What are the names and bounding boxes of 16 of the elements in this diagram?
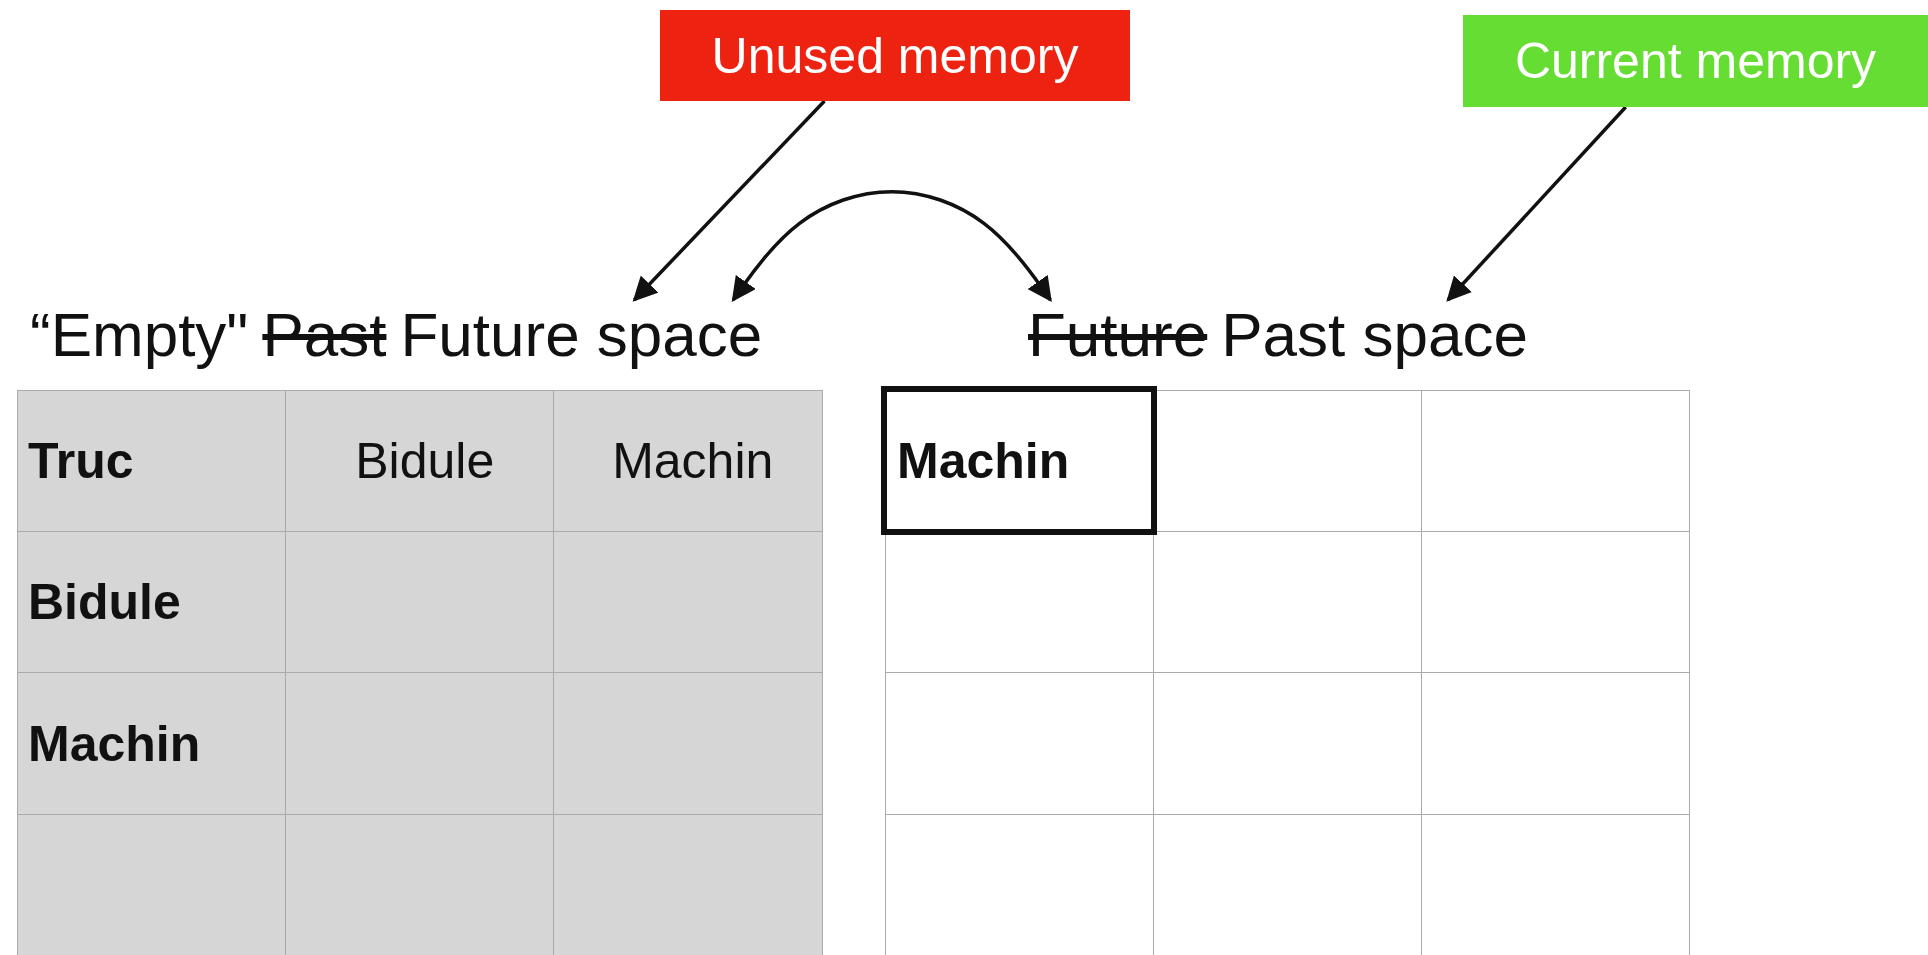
table-cell: Machin: [17, 672, 287, 816]
label-tag: Unused memory: [660, 10, 1130, 101]
heading-text: “Empty": [30, 298, 249, 370]
table-cell: Bidule: [285, 390, 555, 533]
arrow: [1446, 105, 1628, 302]
table-cell: Truc: [17, 390, 287, 533]
struck-text: Past: [262, 298, 387, 370]
label-tag: Current memory: [1463, 15, 1928, 107]
heading-text: Future space: [400, 298, 763, 370]
table-cell: Bidule: [17, 531, 287, 674]
highlighted-cell: Machin: [881, 386, 1157, 535]
struck-text: Future: [1028, 298, 1208, 370]
arrow: [632, 99, 826, 302]
table-cell: Machin: [553, 390, 823, 533]
heading-text: Past space: [1221, 298, 1528, 370]
arrow: [731, 189, 1052, 302]
